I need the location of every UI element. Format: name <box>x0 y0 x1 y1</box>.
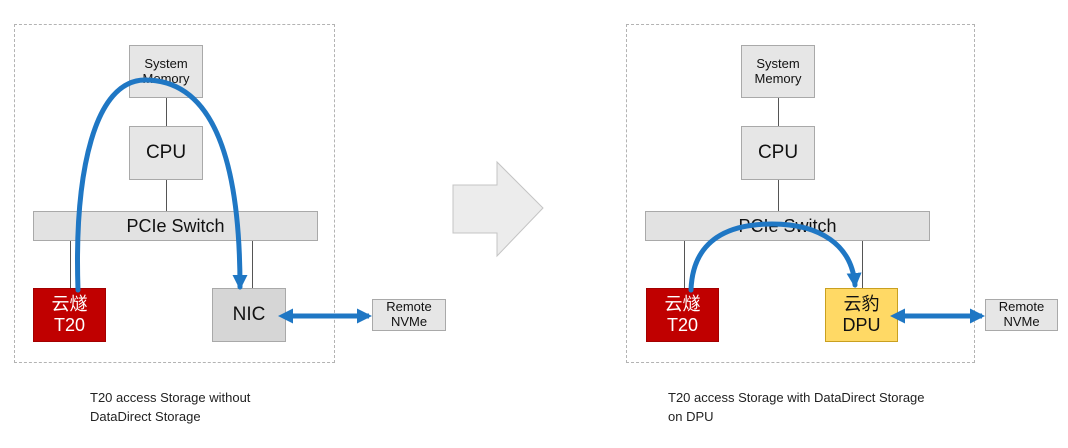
left-remote-nvme-label-line2: NVMe <box>390 314 428 329</box>
right-t20-label-line1: 云燧 <box>664 294 701 315</box>
right-dpu-label-line2: DPU <box>842 315 881 335</box>
right-pcie-t20-link <box>684 241 685 288</box>
left-remote-nvme-box: Remote NVMe <box>372 299 446 331</box>
right-dpu-box: 云豹 DPU <box>825 288 898 342</box>
left-t20-label-line1: 云燧 <box>51 294 88 315</box>
right-system-memory-box: System Memory <box>741 45 815 98</box>
right-system-memory-label-line2: Memory <box>754 70 802 86</box>
right-memory-cpu-link <box>778 98 779 126</box>
left-caption: T20 access Storage without DataDirect St… <box>90 388 250 426</box>
right-dpu-label-line1: 云豹 <box>843 294 880 315</box>
left-pcie-switch-label: PCIe Switch <box>126 215 225 236</box>
right-system-memory-label-line1: System <box>756 55 800 71</box>
left-remote-nvme-label-line1: Remote <box>386 299 432 315</box>
left-nic-label: NIC <box>232 304 266 326</box>
left-caption-line1: T20 access Storage without <box>90 390 251 405</box>
left-cpu-box: CPU <box>129 126 203 180</box>
left-diagram-panel <box>14 24 335 363</box>
right-pcie-dpu-link <box>862 241 863 288</box>
right-remote-nvme-label-line1: Remote <box>998 299 1045 315</box>
right-cpu-box: CPU <box>741 126 815 180</box>
left-pcie-nic-link <box>252 241 253 288</box>
left-memory-cpu-link <box>166 98 167 126</box>
left-cpu-label: CPU <box>145 142 187 164</box>
left-caption-line2: DataDirect Storage <box>90 409 201 424</box>
left-dma-path-arrow <box>75 77 248 293</box>
right-caption: T20 access Storage with DataDirect Stora… <box>668 388 925 426</box>
right-remote-nvme-box: Remote NVMe <box>985 299 1058 331</box>
transition-arrow-icon <box>452 160 544 258</box>
left-nic-box: NIC <box>212 288 286 342</box>
right-t20-box: 云燧 T20 <box>646 288 719 342</box>
right-cpu-label: CPU <box>757 142 799 164</box>
left-system-memory-label-line1: System <box>144 55 188 71</box>
left-cpu-pcie-link <box>166 180 167 211</box>
left-t20-label-line2: T20 <box>53 315 86 335</box>
left-t20-box: 云燧 T20 <box>33 288 106 342</box>
right-p2p-path-arrow <box>688 221 862 293</box>
right-cpu-pcie-link <box>778 180 779 211</box>
right-caption-line2: on DPU <box>668 409 714 424</box>
right-t20-label-line2: T20 <box>666 315 699 335</box>
right-remote-nvme-label-line2: NVMe <box>1003 314 1040 329</box>
left-pcie-t20-link <box>70 241 71 288</box>
right-diagram-panel <box>626 24 975 363</box>
right-caption-line1: T20 access Storage with DataDirect Stora… <box>668 390 925 405</box>
